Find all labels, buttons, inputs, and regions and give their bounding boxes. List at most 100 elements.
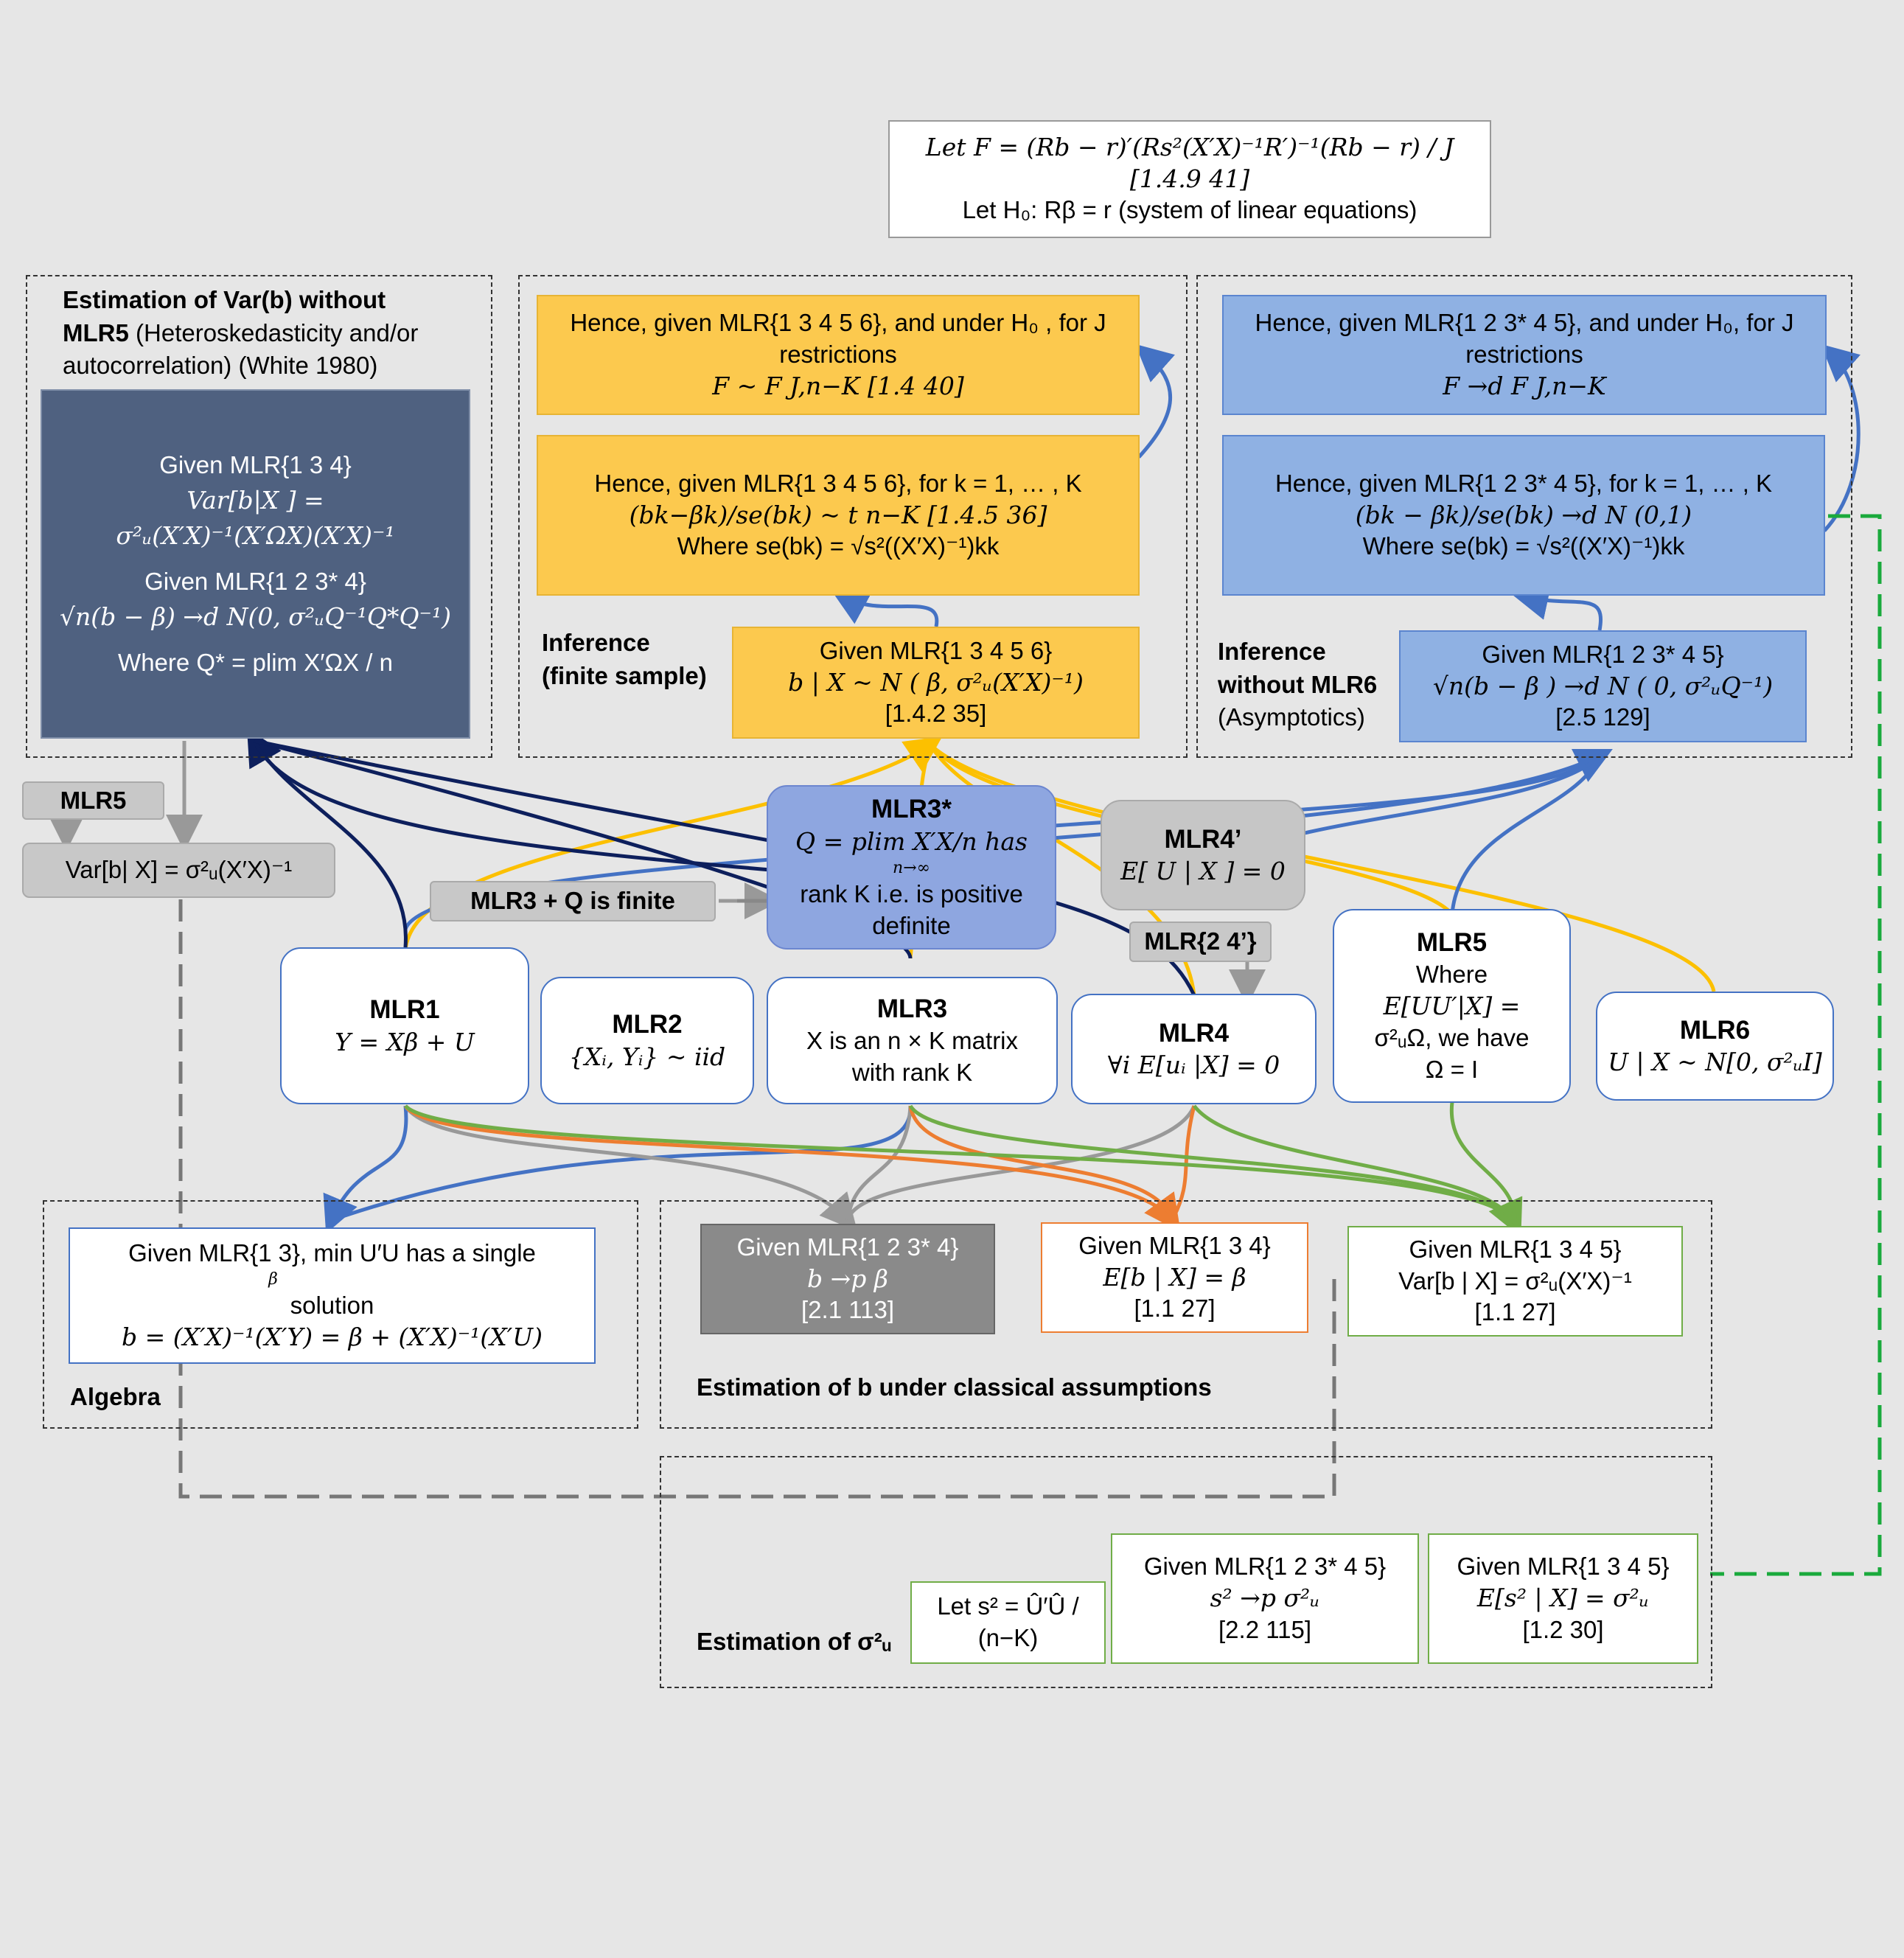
s2-definition-box: Let s² = Û′Û / (n−K) xyxy=(910,1581,1106,1664)
mlr4-box: MLR4 ∀i E[uᵢ |X] = 0 xyxy=(1071,994,1317,1104)
mlr5-box: MLR5 Where E[UU′|X] = σ²ᵤΩ, we have Ω = … xyxy=(1333,909,1571,1103)
alg-l3: b = (X′X)⁻¹(X′Y) = β + (X′X)⁻¹(X′U) xyxy=(122,1323,543,1352)
mlr3-l1: X is an n × K matrix xyxy=(806,1027,1019,1055)
mlr6-l1: U | X ~ N[0, σ²ᵤI] xyxy=(1608,1048,1822,1077)
edge-asym-to-t xyxy=(1511,583,1603,631)
edge-t-to-f xyxy=(1135,344,1176,459)
var-b-title: Estimation of Var(b) without xyxy=(63,286,386,313)
mlr2-l1: {Xᵢ, Yᵢ} ~ iid xyxy=(568,1042,726,1071)
inf-asym-l1: Inference xyxy=(1218,638,1326,665)
inference-asym-label: Inference without MLR6 (Asymptotics) xyxy=(1218,635,1377,734)
white-l2: Var[b|X ] = xyxy=(186,486,324,515)
yf-l1: Hence, given MLR{1 3 4 5 6}, and under H… xyxy=(570,309,1106,337)
alg-l2: solution xyxy=(290,1292,374,1320)
mlr3star-l1sub: n→∞ xyxy=(893,858,930,877)
edge-mlr3star-var xyxy=(252,739,771,872)
edge-mlr3-consistent xyxy=(845,1105,913,1221)
mlr5-l2: E[UU′|X] = xyxy=(1383,992,1521,1021)
yn-l3: [1.4.2 35] xyxy=(885,700,987,728)
alg-l1: Given MLR{1 3}, min U′U has a single xyxy=(128,1238,536,1267)
inf-asym-l2: without MLR6 xyxy=(1218,670,1378,698)
ols-solution-box: Given MLR{1 3}, min U′U has a single β s… xyxy=(69,1227,596,1364)
mlr5-l1: Where xyxy=(1415,961,1488,989)
edge-mlr1-consistent xyxy=(403,1104,858,1232)
us-l2: E[s² | X] = σ²ᵤ xyxy=(1476,1584,1650,1613)
bn-l1: Given MLR{1 2 3* 4 5} xyxy=(1482,640,1724,668)
group-estimation-b xyxy=(660,1200,1712,1429)
white-l5: √n(b − β) →d N(0, σ²ᵤQ⁻¹Q*Q⁻¹) xyxy=(59,602,452,631)
unbiased-s2-box: Given MLR{1 3 4 5} E[s² | X] = σ²ᵤ [1.2 … xyxy=(1428,1533,1698,1664)
mlr2-title: MLR2 xyxy=(612,1010,683,1039)
bn-l3: [2.5 129] xyxy=(1555,703,1650,731)
edge-mlr4p-asym xyxy=(1304,754,1601,835)
mlr4-l1: ∀i E[uᵢ |X] = 0 xyxy=(1107,1051,1280,1080)
cs-l2: s² →p σ²ᵤ xyxy=(1210,1584,1320,1613)
ub-l3: [1.1 27] xyxy=(1134,1295,1216,1323)
edge-mlr3-unbiased xyxy=(908,1105,1174,1221)
mlr4prime-l1: E[ U | X ] = 0 xyxy=(1120,857,1286,886)
vb-l2: Var[b | X] = σ²ᵤ(X′X)⁻¹ xyxy=(1398,1267,1632,1295)
cb-l3: [2.1 113] xyxy=(801,1296,894,1324)
var-simple-box: Var[b| X] = σ²ᵤ(X′X)⁻¹ xyxy=(22,843,335,898)
dashed-grey-link xyxy=(178,899,1336,1499)
white-l6: Where Q* = plim X′ΩX / n xyxy=(118,648,393,676)
white-l3: σ²ᵤ(X′X)⁻¹(X′ΩX)(X′X)⁻¹ xyxy=(116,521,395,551)
mlr6-box: MLR6 U | X ~ N[0, σ²ᵤI] xyxy=(1596,992,1834,1101)
f-test-asym: Hence, given MLR{1 2 3* 4 5}, and under … xyxy=(1222,295,1827,415)
consistency-s2-box: Given MLR{1 2 3* 4 5} s² →p σ²ᵤ [2.2 115… xyxy=(1111,1533,1419,1664)
t-test-asym: Hence, given MLR{1 2 3* 4 5}, for k = 1,… xyxy=(1222,435,1825,596)
bn-l2: √n(b − β ) →d N ( 0, σ²ᵤQ⁻¹) xyxy=(1432,671,1774,700)
f-test-finite: Hence, given MLR{1 3 4 5 6}, and under H… xyxy=(537,295,1140,415)
mlr3star-l1: Q = plim X′X/n has xyxy=(795,826,1028,856)
yf-l3: F ~ F J,n−K [1.4 40] xyxy=(712,371,964,400)
estimation-sigma-label: Estimation of σ²ᵤ xyxy=(697,1628,891,1655)
vb-l1: Given MLR{1 3 4 5} xyxy=(1409,1235,1622,1263)
mlr5-tag: MLR5 xyxy=(22,781,164,820)
yf-l2: restrictions xyxy=(779,341,897,369)
mlr1-title: MLR1 xyxy=(369,995,440,1025)
var-b-subtitle: (Heteroskedasticity and/or autocorrelati… xyxy=(63,318,419,380)
yt-l1: Hence, given MLR{1 3 4 5 6}, for k = 1, … xyxy=(594,469,1082,497)
bt-l3: Where se(bk) = √s²((X′X)⁻¹)kk xyxy=(1362,532,1685,560)
alg-l1sub: β xyxy=(268,1269,278,1289)
bt-l2: (bk − βk)/se(bk) →d N (0,1) xyxy=(1355,500,1692,529)
edge-mlr1-variance xyxy=(404,1104,1522,1238)
edge-mlr3-algebra xyxy=(331,1105,913,1222)
mlr4-title: MLR4 xyxy=(1158,1018,1230,1048)
mlr1-box: MLR1 Y = Xβ + U xyxy=(280,947,529,1104)
cb-l2: b →p β xyxy=(807,1264,888,1293)
algebra-label: Algebra xyxy=(70,1383,161,1410)
normal-finite: Given MLR{1 3 4 5 6} b | X ~ N ( β, σ²ᵤ(… xyxy=(732,627,1140,739)
white-estimator-box: Given MLR{1 3 4} Var[b|X ] = σ²ᵤ(X′X)⁻¹(… xyxy=(41,389,470,739)
bf-l1: Hence, given MLR{1 2 3* 4 5}, and under … xyxy=(1255,309,1794,337)
group-estimation-sigma xyxy=(660,1456,1712,1688)
yt-l3: Where se(bk) = √s²((X′X)⁻¹)kk xyxy=(677,532,1000,560)
cb-l1: Given MLR{1 2 3* 4} xyxy=(736,1233,959,1261)
bf-l2: restrictions xyxy=(1465,341,1583,369)
mlr6-title: MLR6 xyxy=(1679,1015,1751,1045)
group-var-b xyxy=(26,275,492,758)
mlr24-tag: MLR{2 4’} xyxy=(1129,921,1272,962)
mlr2-box: MLR2 {Xᵢ, Yᵢ} ~ iid xyxy=(540,977,754,1104)
white-l4: Given MLR{1 2 3* 4} xyxy=(144,568,366,595)
variance-b-box: Given MLR{1 3 4 5} Var[b | X] = σ²ᵤ(X′X)… xyxy=(1347,1226,1683,1337)
group-algebra xyxy=(43,1200,638,1429)
mlr3-l2: with rank K xyxy=(851,1059,973,1087)
estimation-b-label: Estimation of b under classical assumpti… xyxy=(697,1373,1212,1401)
ub-l2: E[b | X] = β xyxy=(1103,1262,1246,1292)
group-inference-finite xyxy=(518,275,1188,758)
inf-finite-l1: Inference xyxy=(542,629,650,656)
f-stat-line2: Let H₀: Rβ = r (system of linear equatio… xyxy=(962,196,1417,224)
consistency-b-box: Given MLR{1 2 3* 4} b →p β [2.1 113] xyxy=(700,1224,995,1334)
mlr3star-l2: rank K i.e. is positive xyxy=(800,880,1023,908)
edge-mlr6-normal xyxy=(929,743,1716,992)
cs-l3: [2.2 115] xyxy=(1218,1615,1311,1643)
yt-l2: (bk−βk)/se(bk) ~ t n−K [1.4.5 36] xyxy=(629,500,1047,529)
group-inference-asym xyxy=(1196,275,1852,758)
yn-l1: Given MLR{1 3 4 5 6} xyxy=(819,636,1053,664)
mlr3-box: MLR3 X is an n × K matrix with rank K xyxy=(767,977,1058,1104)
inference-finite-label: Inference (finite sample) xyxy=(542,627,707,692)
edge-mlr4-variance xyxy=(1193,1104,1517,1225)
yn-l2: b | X ~ N ( β, σ²ᵤ(X′X)⁻¹) xyxy=(788,667,1084,697)
mlr3q-tag: MLR3 + Q is finite xyxy=(430,881,716,921)
